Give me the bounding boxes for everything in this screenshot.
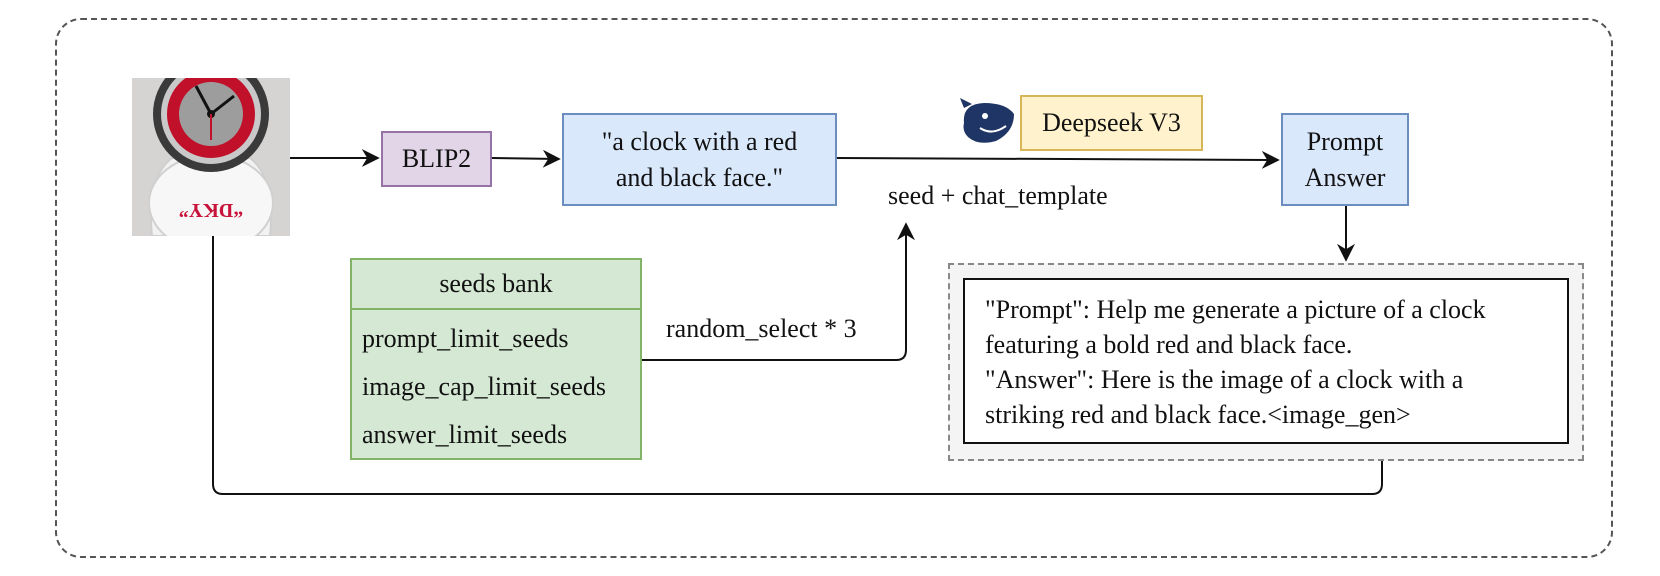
seed-item: prompt_limit_seeds: [362, 324, 569, 353]
output-text-box: "Prompt": Help me generate a picture of …: [963, 278, 1569, 444]
random-select-edge-label: random_select * 3: [666, 314, 857, 343]
blip2-label: BLIP2: [401, 144, 472, 173]
output-line: "Answer": Here is the image of a clock w…: [985, 365, 1464, 394]
caption-line: and black face.": [615, 162, 784, 192]
seed-item: answer_limit_seeds: [362, 420, 568, 449]
output-line: "Prompt": Help me generate a picture of …: [985, 295, 1486, 324]
prompt-answer-line: Answer: [1304, 162, 1386, 192]
prompt-answer-node: Prompt Answer: [1281, 113, 1409, 206]
seeds-bank-title: seeds bank: [352, 260, 640, 310]
arrow-caption-to-prompt-answer: [836, 150, 1280, 169]
caption-node: "a clock with a red and black face.": [562, 113, 837, 206]
arrow-image-to-output: [212, 236, 1391, 495]
deepseek-whale-icon: [960, 98, 1014, 143]
output-line: striking red and black face.<image_gen>: [985, 400, 1411, 429]
seeds-bank: seeds bank prompt_limit_seeds image_cap_…: [350, 258, 642, 460]
seed-item: image_cap_limit_seeds: [362, 372, 607, 401]
deepseek-label: Deepseek V3: [1042, 108, 1181, 137]
clock-illustration: “DKY”: [132, 78, 290, 236]
pipeline-frame: [55, 18, 1613, 558]
photo-lettering: “DKY”: [179, 199, 243, 221]
arrow-seeds-to-template: [642, 222, 915, 361]
arrow-blip-to-caption: [491, 149, 561, 168]
prompt-answer-line: Prompt: [1306, 126, 1384, 156]
blip2-node: BLIP2: [381, 131, 492, 187]
clock-image: “DKY”: [132, 78, 290, 236]
deepseek-node: Deepseek V3: [1020, 95, 1203, 151]
template-edge-label: seed + chat_template: [888, 181, 1108, 210]
output-line: featuring a bold red and black face.: [985, 330, 1353, 359]
caption-line: "a clock with a red: [601, 126, 798, 156]
